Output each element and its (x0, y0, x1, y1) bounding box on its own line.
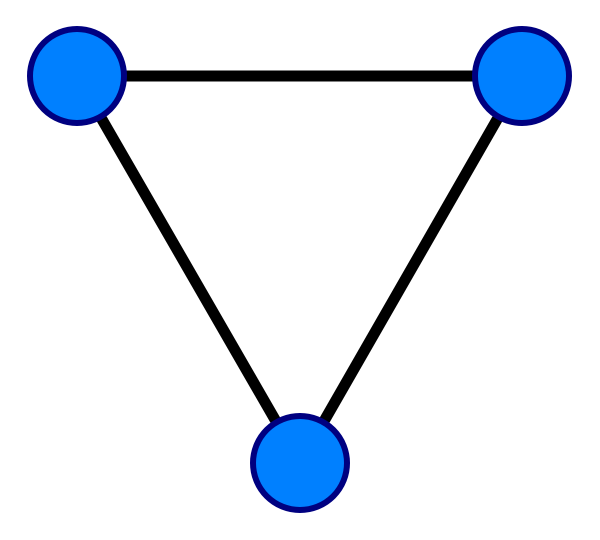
edge-top-left-bottom (72, 73, 305, 466)
node-bottom (250, 413, 350, 513)
node-layer (27, 26, 572, 513)
node-top-left (27, 26, 127, 126)
edge-top-right-bottom (295, 73, 527, 466)
edge-layer (72, 70, 527, 466)
node-top-right (472, 26, 572, 126)
